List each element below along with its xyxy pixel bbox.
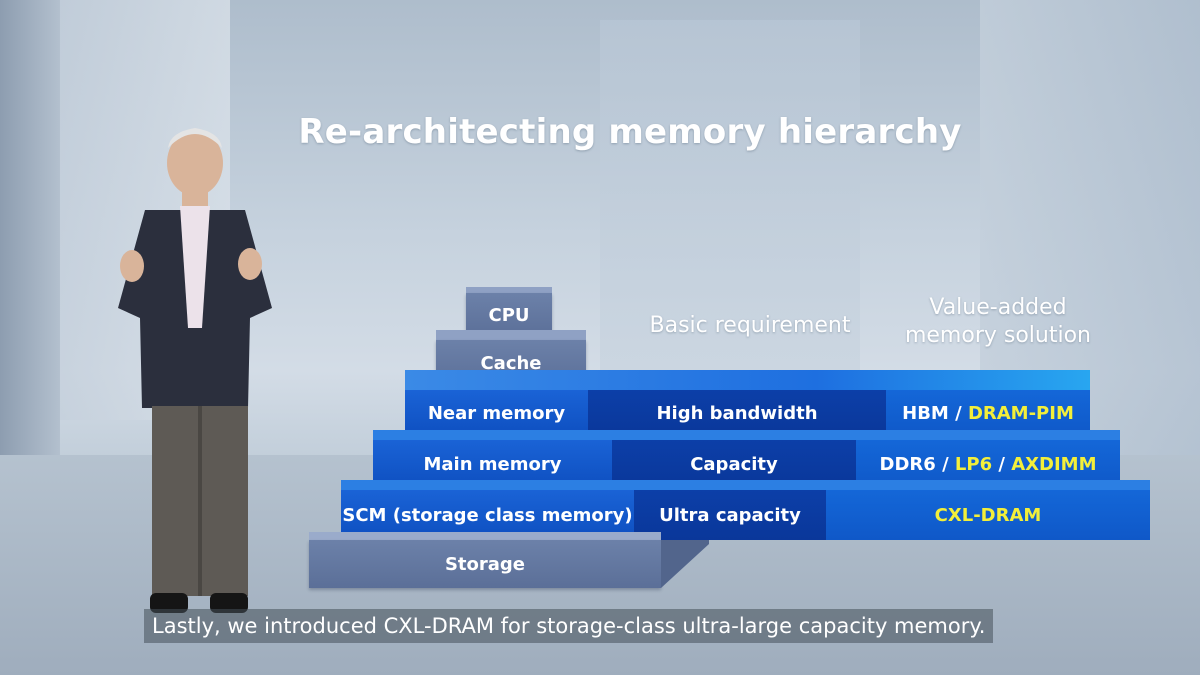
- storage-block-top: [309, 532, 661, 542]
- cpu-block: CPU: [466, 293, 552, 337]
- near-solution: HBM / DRAM-PIM: [886, 390, 1090, 437]
- cache-block-top: [436, 330, 586, 340]
- header-value-line1: Value-added: [929, 295, 1067, 320]
- header-value-line2: memory solution: [904, 323, 1092, 348]
- scm-requirement: Ultra capacity: [634, 490, 826, 540]
- storage-block: Storage: [309, 540, 661, 588]
- near-row-top: [405, 370, 1090, 392]
- presenter-figure: [118, 128, 272, 613]
- solution-ddr6: DDR6: [879, 453, 936, 475]
- solution-lp6: LP6: [954, 453, 993, 475]
- header-value-added: Value-added memory solution: [880, 294, 1116, 350]
- solution-hbm: HBM: [902, 403, 949, 424]
- scm-solution: CXL-DRAM: [826, 490, 1150, 540]
- solution-cxl-dram: CXL-DRAM: [934, 504, 1042, 526]
- main-row-top: [373, 430, 1120, 442]
- slide-title: Re-architecting memory hierarchy: [298, 112, 962, 152]
- solution-separator: /: [992, 453, 1012, 475]
- solution-separator: /: [948, 403, 968, 424]
- solution-separator: /: [935, 453, 955, 475]
- scm-row-top: [341, 480, 1150, 492]
- cpu-block-top: [466, 287, 552, 295]
- header-basic-requirement: Basic requirement: [649, 313, 851, 338]
- near-memory-block: Near memory: [405, 390, 588, 437]
- background-pillar-left: [0, 0, 60, 460]
- storage-block-side: [661, 540, 709, 588]
- solution-dram-pim: DRAM-PIM: [967, 403, 1074, 424]
- subtitle-caption: Lastly, we introduced CXL-DRAM for stora…: [144, 609, 994, 643]
- scm-block: SCM (storage class memory): [341, 490, 634, 540]
- near-requirement: High bandwidth: [588, 390, 886, 437]
- solution-axdimm: AXDIMM: [1011, 453, 1097, 475]
